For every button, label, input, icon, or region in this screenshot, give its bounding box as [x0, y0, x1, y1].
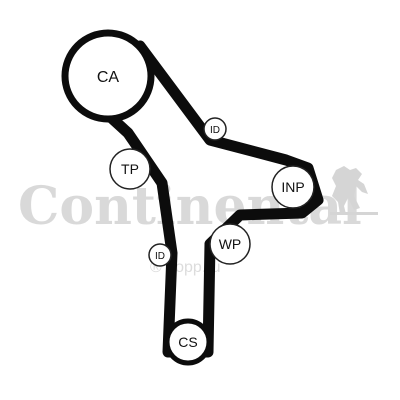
pulley-ca-label: CA	[97, 69, 120, 86]
pulley-tp-label: TP	[121, 161, 139, 177]
pulley-id-upper-label: ID	[210, 125, 220, 136]
pulley-ca: CA	[61, 29, 155, 123]
pulley-wp-label: WP	[219, 236, 242, 252]
pulley-cs: CS	[164, 318, 212, 366]
pulley-inp: INP	[271, 165, 315, 209]
pulley-tp: TP	[109, 148, 151, 190]
pulley-id-lower-label: ID	[155, 251, 165, 262]
pulley-id-lower: ID	[148, 243, 172, 267]
continental-watermark: Continental ® aopp.ru	[18, 166, 378, 276]
pulley-cs-label: CS	[178, 334, 197, 350]
horse-logo-icon	[330, 166, 378, 215]
pulley-inp-label: INP	[281, 179, 304, 195]
pulley-id-upper: ID	[203, 117, 227, 141]
timing-belt	[77, 40, 324, 358]
pulley-wp: WP	[209, 223, 251, 265]
